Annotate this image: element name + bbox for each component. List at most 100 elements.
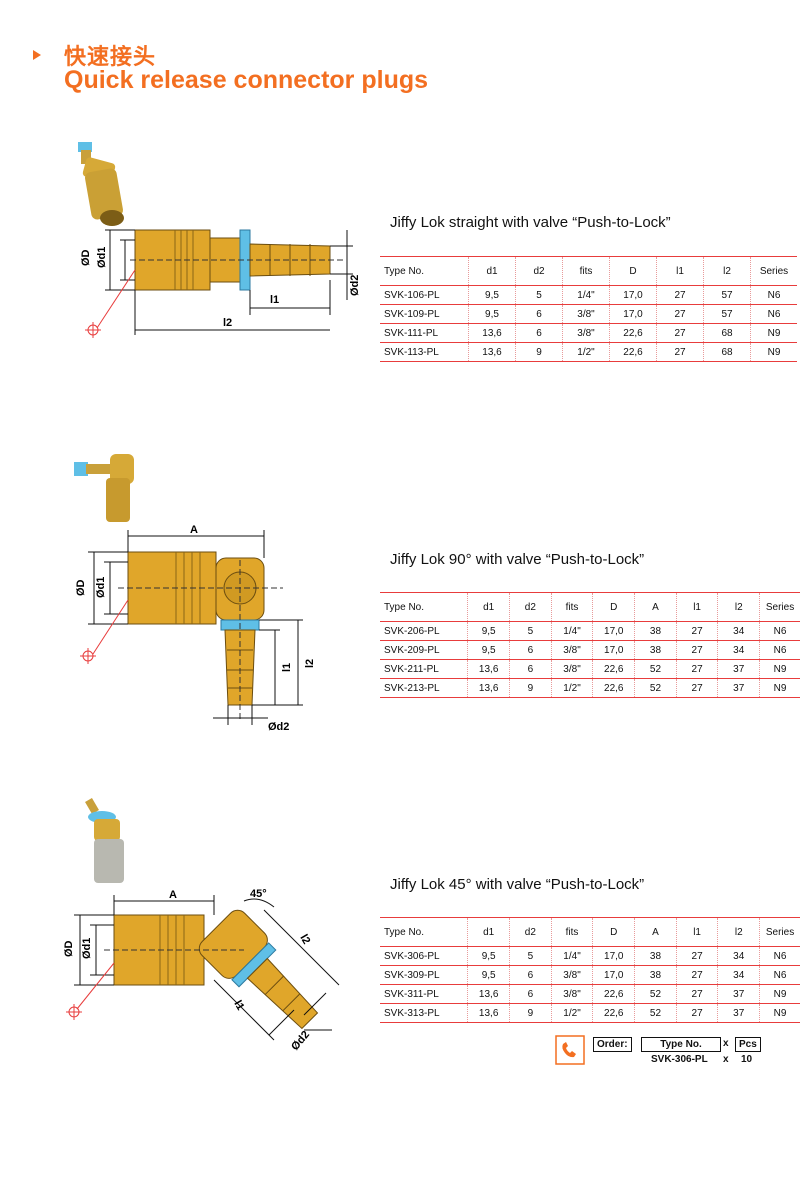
table-cell: 9,5 bbox=[467, 946, 511, 966]
table-cell: 9 bbox=[509, 1003, 552, 1023]
table-cell: 57 bbox=[703, 304, 751, 324]
table-cell: 27 bbox=[676, 1003, 719, 1023]
table-cell: 6 bbox=[509, 984, 552, 1004]
table-cell: SVK-111-PL bbox=[380, 323, 469, 343]
table-cell: 13,6 bbox=[467, 984, 511, 1004]
dim-l2: l2 bbox=[304, 659, 316, 668]
table-cell: 68 bbox=[703, 342, 751, 362]
dim-l1: l1 bbox=[270, 294, 279, 306]
table-cell: A bbox=[634, 917, 677, 947]
order-example: Order: Type No. x Pcs SVK-306-PL x 10 bbox=[555, 1035, 775, 1075]
table-cell: 6 bbox=[515, 323, 563, 343]
table-cell: 22,6 bbox=[592, 678, 636, 698]
table-cell: d2 bbox=[509, 917, 552, 947]
dim-d1: Ød1 bbox=[95, 577, 107, 598]
table-cell: N9 bbox=[750, 342, 797, 362]
table-cell: 27 bbox=[676, 946, 719, 966]
table-cell: 9,5 bbox=[467, 965, 511, 985]
table-cell: 1/2" bbox=[551, 1003, 594, 1023]
table-cell: SVK-106-PL bbox=[380, 285, 469, 305]
dim-l2: l2 bbox=[297, 933, 312, 947]
table-cell: N9 bbox=[759, 678, 800, 698]
table-cell: SVK-206-PL bbox=[380, 621, 469, 641]
dim-D: ØD bbox=[64, 940, 75, 957]
dim-d2: Ød2 bbox=[289, 1029, 312, 1053]
dim-l1: l1 bbox=[281, 663, 293, 672]
product-photo-45 bbox=[85, 797, 124, 883]
table-cell: l2 bbox=[717, 592, 761, 622]
table-cell: D bbox=[592, 917, 636, 947]
table-cell: 34 bbox=[717, 965, 761, 985]
type-no-label: Type No. bbox=[641, 1037, 721, 1052]
multiply-sign: x bbox=[723, 1038, 729, 1049]
dim-d1: Ød1 bbox=[96, 247, 108, 268]
page-title-cn: 快速接头 bbox=[64, 45, 157, 70]
table-cell: 27 bbox=[656, 323, 704, 343]
table-cell: 3/8" bbox=[551, 984, 594, 1004]
table-cell: 27 bbox=[676, 621, 719, 641]
table-cell: 1/4" bbox=[551, 621, 594, 641]
table-cell: 13,6 bbox=[468, 323, 516, 343]
col-header: l2 bbox=[703, 256, 751, 286]
table-cell: 9 bbox=[509, 678, 552, 698]
table-cell: 13,6 bbox=[467, 659, 511, 679]
table-cell: N6 bbox=[759, 640, 800, 660]
table-cell: 3/8" bbox=[551, 640, 594, 660]
table-cell: 3/8" bbox=[562, 304, 610, 324]
table-cell: 38 bbox=[634, 640, 677, 660]
spec-table: Type No. d1 d2 fits D l1 l2 Series SVK-1… bbox=[380, 256, 797, 362]
table-cell: 3/8" bbox=[551, 965, 594, 985]
table-cell: 34 bbox=[717, 946, 761, 966]
table-cell: d1 bbox=[467, 917, 511, 947]
table-cell: 68 bbox=[703, 323, 751, 343]
table-cell: SVK-213-PL bbox=[380, 678, 469, 698]
table-cell: 37 bbox=[717, 659, 761, 679]
table-cell: 17,0 bbox=[592, 946, 636, 966]
table-cell: 6 bbox=[509, 640, 552, 660]
table-cell: 1/4" bbox=[562, 285, 610, 305]
table-cell: 3/8" bbox=[562, 323, 610, 343]
table-cell: 27 bbox=[676, 965, 719, 985]
pcs-label: Pcs bbox=[735, 1037, 761, 1052]
table-cell: 9,5 bbox=[468, 304, 516, 324]
section-title: Jiffy Lok straight with valve “Push-to-L… bbox=[390, 214, 671, 231]
table-cell: 22,6 bbox=[592, 1003, 636, 1023]
table-header-row: Type No. d1 d2 fits D A l1 l2 Series bbox=[380, 592, 800, 622]
table-cell: 3/8" bbox=[551, 659, 594, 679]
table-cell: 52 bbox=[634, 1003, 677, 1023]
table-cell: l1 bbox=[676, 592, 719, 622]
table-cell: l1 bbox=[676, 917, 719, 947]
table-cell: 27 bbox=[676, 640, 719, 660]
table-cell: 5 bbox=[509, 946, 552, 966]
multiply-sign: x bbox=[723, 1054, 729, 1065]
col-header: fits bbox=[562, 256, 610, 286]
table-cell: 17,0 bbox=[592, 965, 636, 985]
dim-angle: 45° bbox=[250, 888, 267, 900]
page-title-en: Quick release connector plugs bbox=[64, 66, 429, 94]
table-cell: Type No. bbox=[380, 917, 469, 947]
table-cell: 27 bbox=[656, 285, 704, 305]
drawing-90: A ØD Ød1 l1 l2 Ød2 bbox=[75, 524, 316, 733]
section-title: Jiffy Lok 90° with valve “Push-to-Lock” bbox=[390, 551, 645, 568]
table-cell: 1/2" bbox=[562, 342, 610, 362]
table-cell: 27 bbox=[676, 659, 719, 679]
table-cell: 9,5 bbox=[467, 621, 511, 641]
table-cell: 13,6 bbox=[468, 342, 516, 362]
example-qty: 10 bbox=[741, 1054, 753, 1065]
table-cell: 6 bbox=[509, 659, 552, 679]
table-cell: 6 bbox=[515, 304, 563, 324]
table-cell: N6 bbox=[759, 946, 800, 966]
col-header: l1 bbox=[656, 256, 704, 286]
table-cell: Type No. bbox=[380, 592, 469, 622]
dim-D: ØD bbox=[75, 579, 87, 596]
table-cell: 1/2" bbox=[551, 678, 594, 698]
order-label: Order: bbox=[593, 1037, 632, 1052]
table-cell: SVK-313-PL bbox=[380, 1003, 469, 1023]
table-cell: N6 bbox=[750, 285, 797, 305]
